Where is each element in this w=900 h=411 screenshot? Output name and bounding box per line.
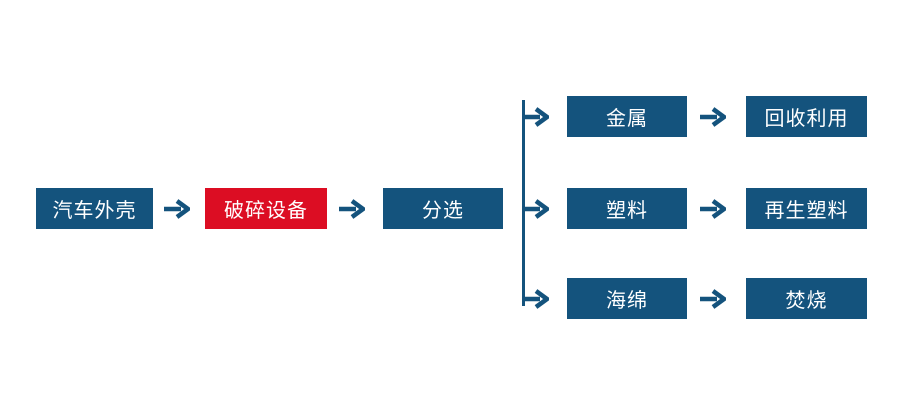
arrow-right-icon [700, 289, 726, 309]
node-incineration-label: 焚烧 [785, 288, 828, 312]
node-sorting-label: 分选 [422, 198, 464, 222]
arrow-right-icon [164, 199, 190, 219]
branch-arrow-icon [523, 199, 549, 219]
node-incineration: 焚烧 [746, 278, 867, 319]
branch-arrow-icon [523, 289, 549, 309]
node-sorting: 分选 [383, 188, 503, 229]
node-recycling: 回收利用 [746, 96, 867, 137]
branch-arrow-icon [523, 107, 549, 127]
node-recycling-label: 回收利用 [764, 106, 849, 130]
node-sponge: 海绵 [567, 278, 687, 319]
node-plastic-label: 塑料 [606, 198, 648, 222]
node-crushing-equipment-label: 破碎设备 [224, 198, 308, 222]
arrow-right-icon [700, 199, 726, 219]
node-plastic: 塑料 [567, 188, 687, 229]
node-metal: 金属 [567, 96, 687, 137]
branch-connector-line [522, 100, 525, 306]
arrow-right-icon [700, 107, 726, 127]
node-sponge-label: 海绵 [606, 288, 648, 312]
node-recycled-plastic: 再生塑料 [746, 188, 867, 229]
node-metal-label: 金属 [606, 106, 648, 130]
node-car-shell: 汽车外壳 [36, 188, 153, 229]
node-car-shell-label: 汽车外壳 [52, 198, 137, 222]
node-crushing-equipment: 破碎设备 [205, 188, 327, 229]
node-recycled-plastic-label: 再生塑料 [764, 198, 849, 222]
arrow-right-icon [339, 199, 365, 219]
